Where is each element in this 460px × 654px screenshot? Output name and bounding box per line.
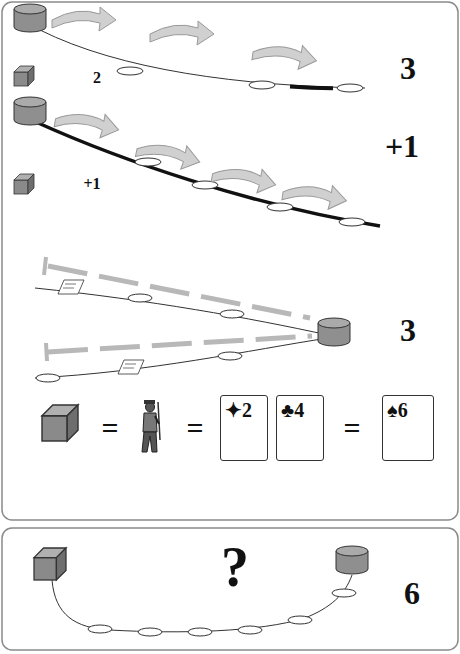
cost-number: +1 — [83, 176, 100, 192]
card: ✦2 — [220, 395, 268, 461]
cost-number: 6 — [404, 577, 420, 609]
card-value: ♣4 — [281, 400, 304, 420]
card-value: ✦2 — [225, 400, 252, 420]
card: ♠6 — [382, 395, 434, 461]
cost-number: 3 — [400, 52, 416, 84]
card: ♣4 — [276, 395, 324, 461]
cost-number: ? — [221, 539, 249, 595]
cost-number: = — [186, 413, 203, 443]
cost-number: = — [101, 413, 118, 443]
soldier-figure — [142, 400, 160, 452]
cost-number: = — [343, 413, 360, 443]
cost-number: 2 — [93, 70, 101, 86]
card-value: ♠6 — [387, 400, 408, 420]
cost-number: +1 — [385, 130, 419, 162]
cost-number: 3 — [400, 314, 416, 346]
